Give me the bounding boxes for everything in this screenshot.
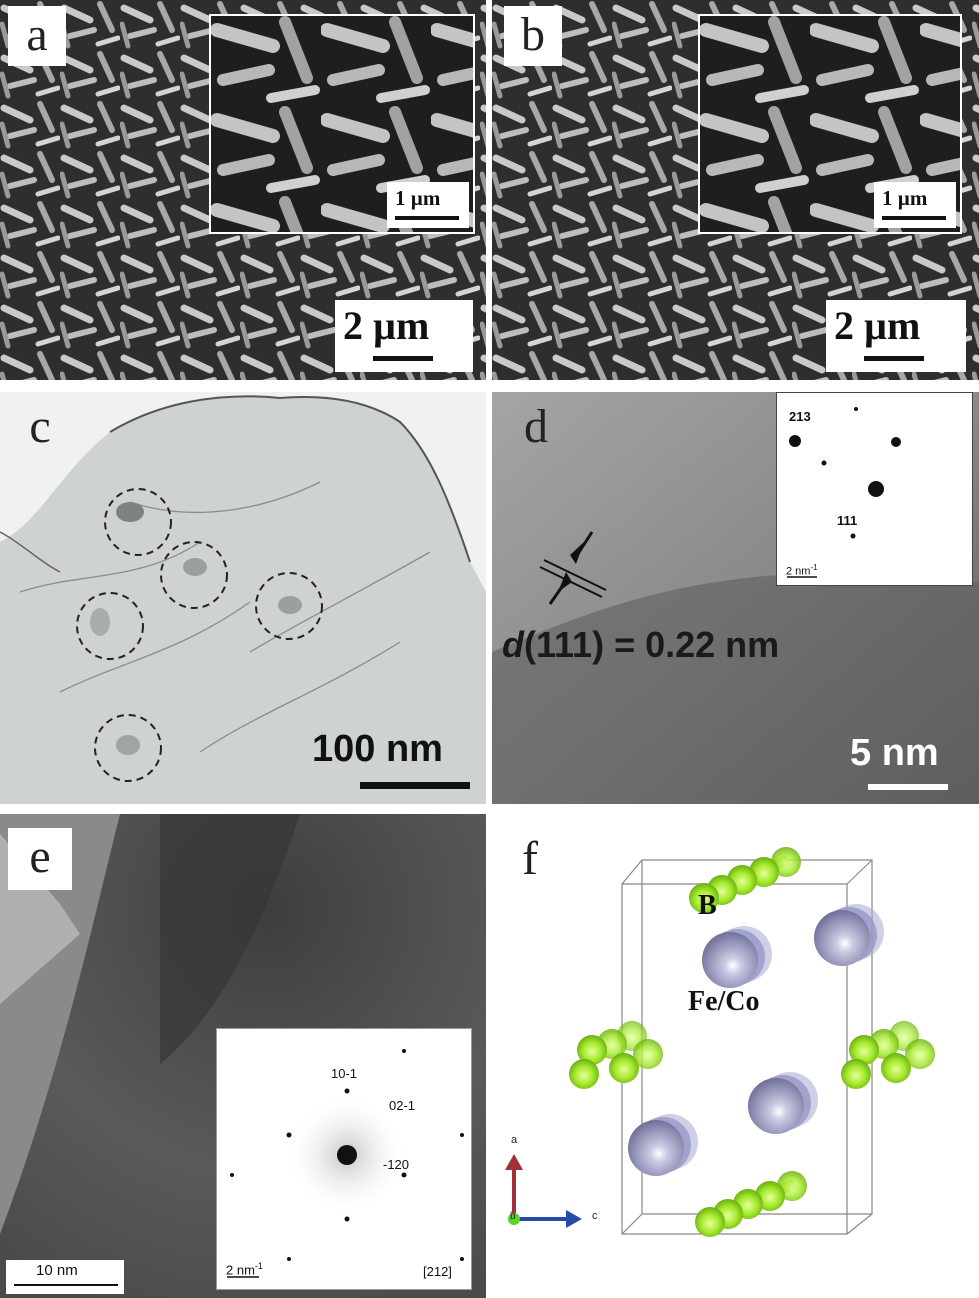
- axis-label-a: a: [511, 1134, 518, 1146]
- panel-label-a: a: [8, 6, 66, 66]
- scale-line-a: [373, 356, 433, 361]
- scale-line-c: [360, 782, 470, 789]
- scale-label-b: 2 µm: [834, 303, 921, 348]
- hrtem-image-d: [492, 392, 979, 804]
- saed-pattern-d: [787, 407, 901, 578]
- saed-d-scale-exp: -1: [810, 563, 818, 572]
- axis-label-c: c: [592, 1210, 598, 1222]
- panel-d: d d(111) = 0.22 nm 213 111 2 nm-1 5 nm: [492, 392, 979, 804]
- scale-line-d: [868, 784, 948, 790]
- axis-indicator: [505, 1154, 582, 1228]
- inset-scale-label-b: 1 µm: [882, 186, 928, 210]
- panel-f: f B Fe/Co a b c: [492, 814, 979, 1298]
- panel-a: a 1 µm 2 µm: [0, 0, 486, 380]
- panel-label-b: b: [504, 6, 562, 66]
- particle-circles: [76, 488, 323, 782]
- inset-scalebar-a: 1 µm: [387, 182, 469, 228]
- panel-e: e 10-1 02-1 -120 2 nm-1 [212]: [0, 814, 486, 1298]
- scalebar-e: 10 nm: [6, 1260, 124, 1294]
- d-spacing-italic: d: [502, 624, 524, 665]
- inset-scale-label-a: 1 µm: [395, 186, 441, 210]
- scale-label-d: 5 nm: [850, 732, 939, 774]
- scale-label-a: 2 µm: [343, 303, 430, 348]
- scalebar-a: 2 µm: [335, 300, 473, 372]
- saed-pattern-e: [227, 1049, 464, 1278]
- scale-line-b: [864, 356, 924, 361]
- saed-d-label-213: 213: [789, 409, 811, 424]
- zoom-inset-b: 1 µm: [698, 14, 962, 234]
- scale-line-e: [14, 1284, 118, 1286]
- saed-e-label-120: -120: [383, 1157, 410, 1172]
- inset-scale-line-b: [882, 216, 946, 220]
- saed-inset-e: 10-1 02-1 -120 2 nm-1 [212]: [216, 1028, 472, 1290]
- scalebar-b: 2 µm: [826, 300, 966, 372]
- saed-d-scale: 2 nm-1: [786, 563, 818, 578]
- scale-label-e: 10 nm: [36, 1262, 78, 1279]
- inset-scalebar-b: 1 µm: [874, 182, 956, 228]
- d-spacing-label: d(111) = 0.22 nm: [502, 624, 779, 666]
- lattice-marker: [539, 531, 607, 605]
- saed-e-zone-axis: [212]: [423, 1264, 452, 1279]
- saed-e-scale-base: 2 nm: [226, 1262, 255, 1278]
- crystal-structure-f: [505, 814, 935, 1298]
- saed-e-label-10-1: 10-1: [331, 1066, 358, 1081]
- panel-label-c: c: [29, 400, 51, 453]
- axis-label-b: b: [510, 1211, 516, 1222]
- panel-label-e: e: [8, 828, 72, 890]
- atom-label-b: B: [698, 890, 717, 921]
- tem-image-c: [0, 392, 486, 804]
- panel-b: b 1 µm 2 µm: [492, 0, 979, 380]
- saed-d-scale-base: 2 nm: [786, 565, 811, 578]
- panel-label-f: f: [506, 830, 554, 890]
- atom-label-fe-co: Fe/Co: [688, 986, 760, 1017]
- zoom-inset-a: 1 µm: [209, 14, 475, 234]
- scale-label-c: 100 nm: [312, 728, 443, 770]
- panel-c: c 100 nm: [0, 392, 486, 804]
- saed-inset-d: 213 111 2 nm-1: [776, 392, 973, 586]
- inset-scale-line-a: [395, 216, 459, 220]
- d-spacing-value: (111) = 0.22 nm: [524, 624, 780, 665]
- saed-d-label-111: 111: [837, 513, 858, 528]
- saed-e-scale: 2 nm-1: [226, 1261, 263, 1277]
- saed-e-label-02-1: 02-1: [389, 1098, 416, 1113]
- saed-e-scale-exp: -1: [254, 1261, 263, 1271]
- panel-label-d: d: [524, 400, 548, 453]
